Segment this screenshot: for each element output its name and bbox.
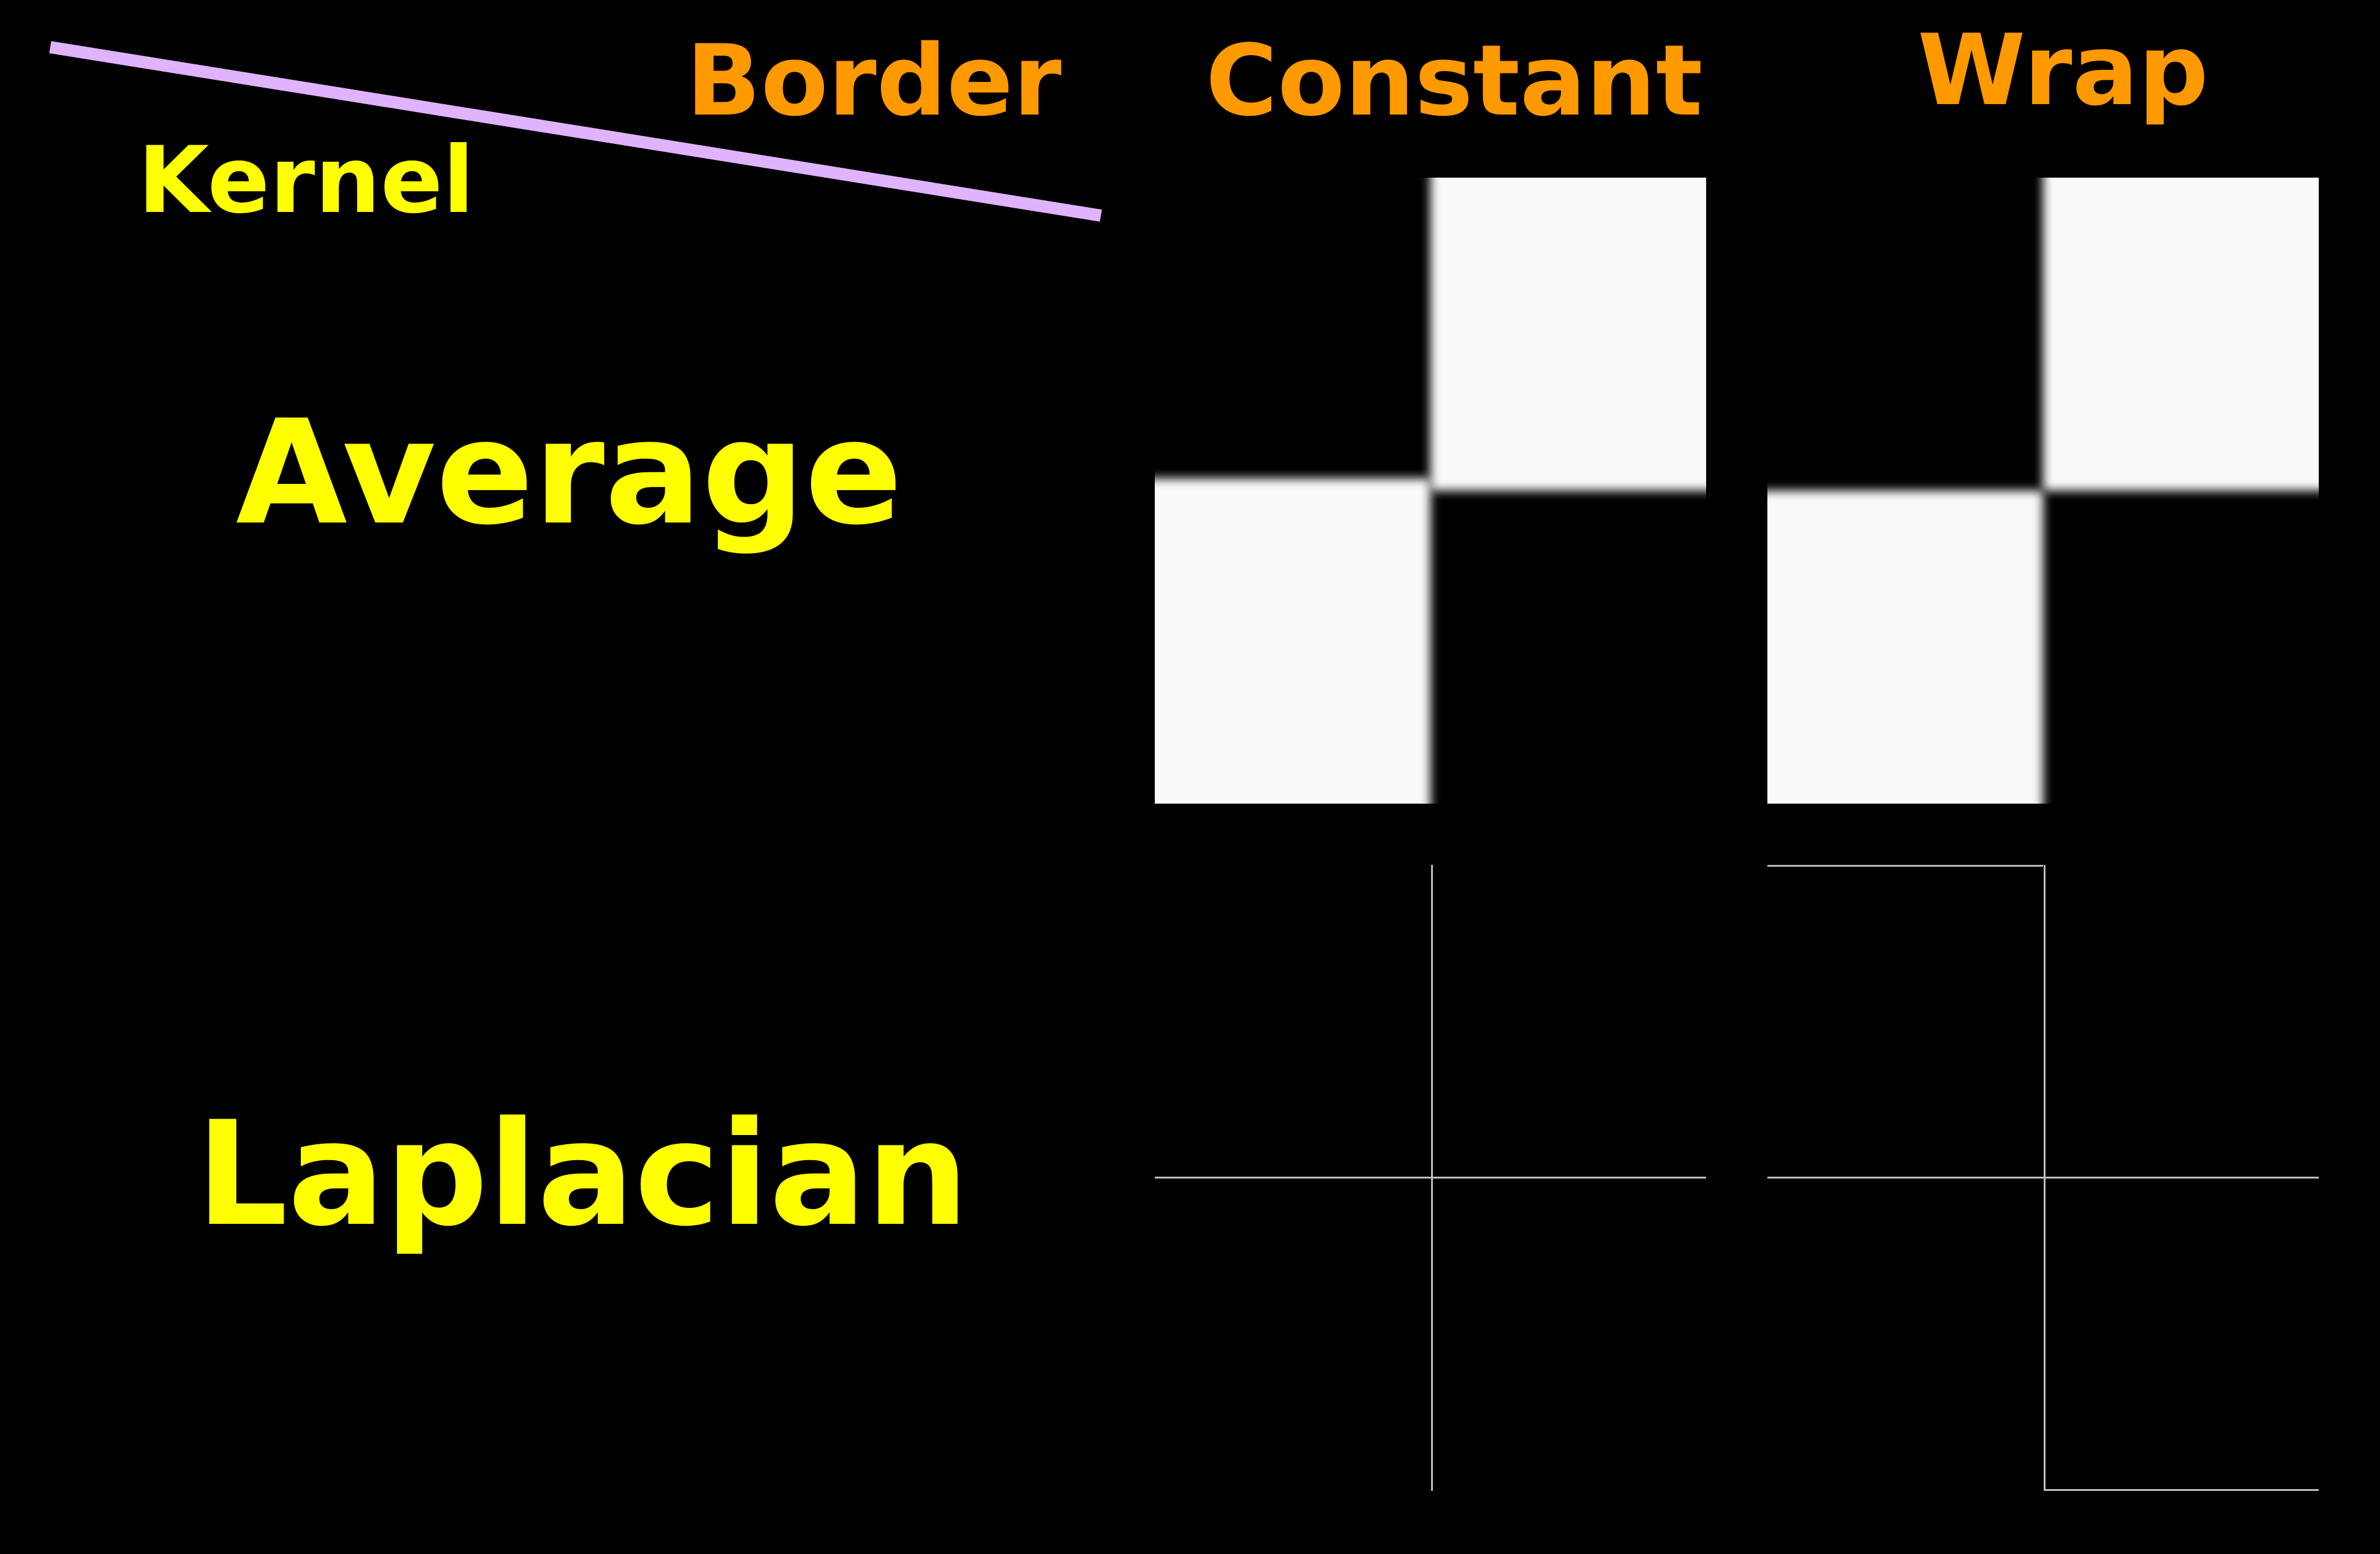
white-square-bottom-left	[1767, 491, 2043, 804]
edge-line-horizontal	[1767, 1177, 2319, 1179]
edge-line-bottom	[2044, 1489, 2319, 1491]
header-border: Border	[686, 23, 1062, 138]
average-wrap-result	[1767, 178, 2319, 804]
header-wrap: Wrap	[1917, 13, 2209, 127]
average-constant-result	[1155, 178, 1706, 804]
white-square-bottom-left	[1155, 478, 1430, 804]
white-square-top-right	[2043, 178, 2319, 491]
row-label-laplacian: Laplacian	[196, 1091, 969, 1258]
edge-line-top	[1767, 865, 2043, 867]
header-constant: Constant	[1206, 23, 1703, 138]
row-label-average: Average	[236, 390, 903, 557]
edge-line-horizontal	[1155, 1177, 1706, 1179]
white-square-top-right	[1430, 178, 1706, 491]
laplacian-wrap-result	[1767, 865, 2319, 1491]
header-kernel: Kernel	[138, 127, 475, 234]
laplacian-constant-result	[1155, 865, 1706, 1491]
